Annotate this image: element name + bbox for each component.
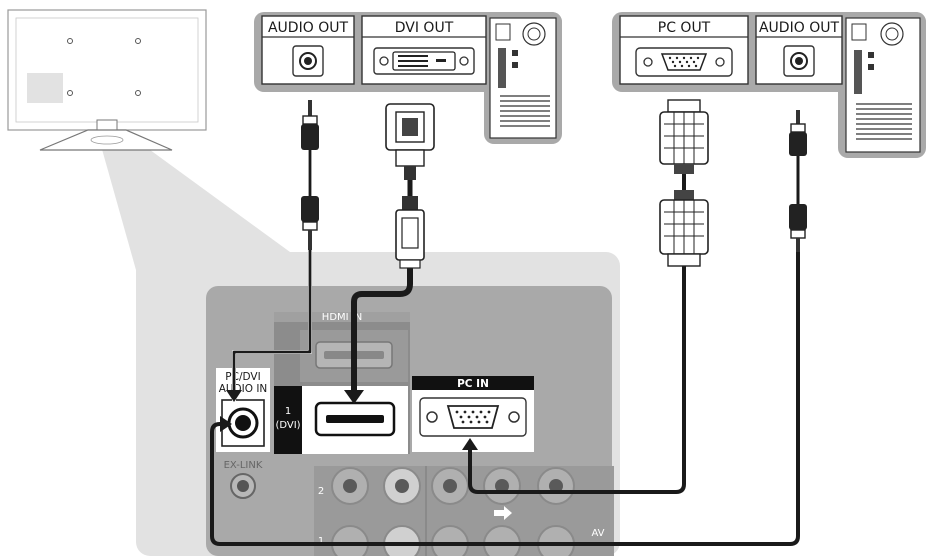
dvi-out-label: DVI OUT <box>395 20 454 36</box>
dvi-hdmi-cable-icon <box>385 103 435 269</box>
hdmi-cable <box>351 265 413 395</box>
pc-in-label: PC IN <box>457 378 489 390</box>
av-jack-row-2 <box>331 467 575 505</box>
pc-out-label: PC OUT <box>658 20 711 36</box>
audio-cable-right <box>210 248 800 546</box>
ex-link-label: EX-LINK <box>224 460 263 471</box>
row-2-label: 2 <box>318 486 324 497</box>
hdmi-port-num: 1 <box>285 406 291 417</box>
vga-port-icon <box>660 53 708 71</box>
arrow-right-icon <box>494 506 512 520</box>
audio-plug-left-icon <box>301 100 319 250</box>
vga-plug-icon <box>659 99 709 267</box>
pc-right-panel: PC OUT AUDIO OUT <box>612 12 926 158</box>
cables <box>210 248 800 546</box>
av-label: AV <box>591 528 604 539</box>
audio-out-left-label: AUDIO OUT <box>268 20 348 36</box>
pc-in-vga-port-icon <box>446 405 500 429</box>
arrow-head-vga <box>462 438 478 450</box>
hdmi-in-label: HDMI IN <box>322 312 362 323</box>
av-jack-row-1 <box>331 525 575 556</box>
audio-plug-right-icon <box>789 110 807 252</box>
tv-illustration <box>7 9 207 151</box>
hdmi-port-dvi: (DVI) <box>275 420 300 431</box>
callout-beam <box>96 128 290 270</box>
pc-dvi-label-line2: AUDIO IN <box>219 383 268 395</box>
vga-cable <box>468 264 686 494</box>
arrow-head-audio-right <box>220 416 232 432</box>
tv-connector-area <box>27 73 63 103</box>
row-1-label: 1 <box>318 536 324 547</box>
arrow-head-audio-left <box>226 390 242 402</box>
audio-out-right-label: AUDIO OUT <box>759 20 839 36</box>
pc-left-panel: AUDIO OUT DVI OUT <box>254 12 562 144</box>
tv-back-panel: HDMI IN 1 (DVI) PC IN PC/DVI AUDIO IN EX <box>206 286 614 556</box>
arrow-head-hdmi <box>344 390 364 404</box>
pc-dvi-label-line1: PC/DVI <box>225 371 260 383</box>
